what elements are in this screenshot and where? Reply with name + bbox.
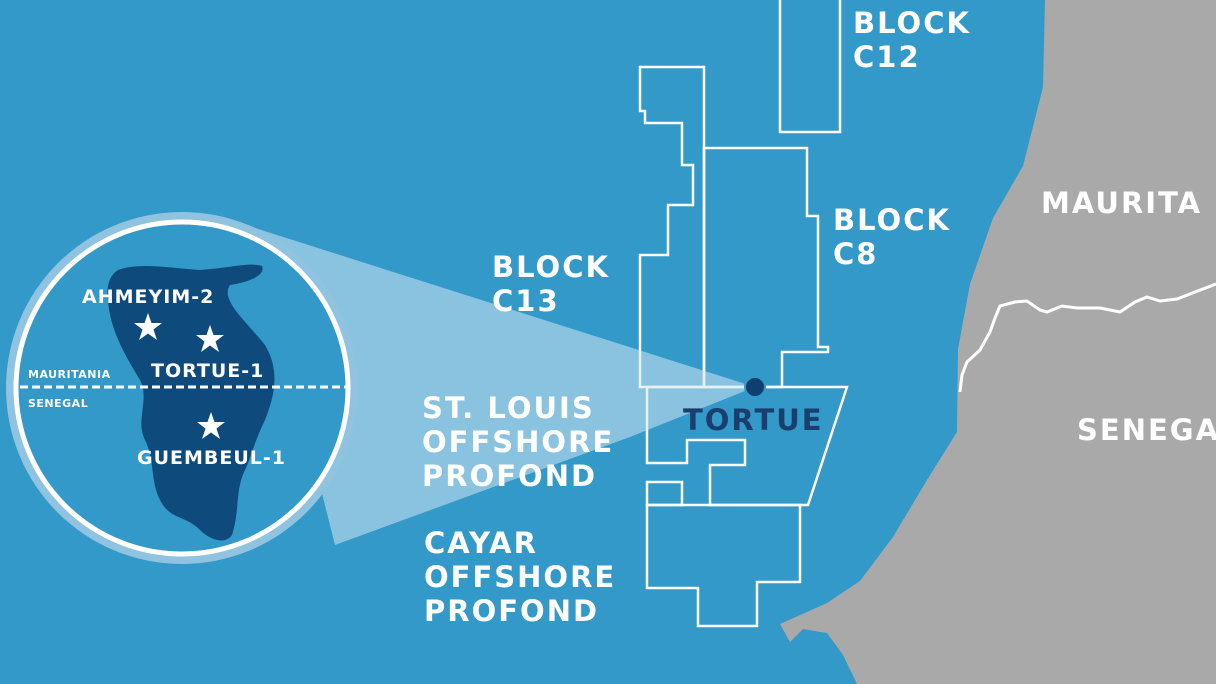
label-line: C12 <box>853 40 921 74</box>
label-line: BLOCK <box>833 203 951 237</box>
star-icon <box>196 325 224 352</box>
label-line: BLOCK <box>492 250 610 284</box>
label-mauritania: MAURITA <box>1041 186 1203 220</box>
label-line: ST. LOUIS <box>422 391 595 425</box>
label-inset-senegal: SENEGAL <box>28 397 89 410</box>
license-blocks <box>638 0 849 628</box>
zoom-cone <box>255 228 755 545</box>
label-senegal: SENEGA <box>1077 413 1216 447</box>
star-icon <box>197 412 225 439</box>
label-line: C8 <box>833 237 879 271</box>
label-inset-mauritania: MAURITANIA <box>28 368 111 381</box>
label-tortue: TORTUE <box>683 403 824 437</box>
label-line: OFFSHORE <box>422 425 615 459</box>
label-line: OFFSHORE <box>424 560 617 594</box>
tortue-location-dot <box>744 376 766 398</box>
block-c8-outline <box>702 146 830 389</box>
label-well-tortue: TORTUE-1 <box>151 360 265 382</box>
star-icon <box>134 313 162 340</box>
well-stars <box>134 313 225 439</box>
country-border <box>958 282 1216 393</box>
land-mass <box>780 0 1216 684</box>
label-line: PROFOND <box>422 459 598 493</box>
label-line: PROFOND <box>424 594 600 628</box>
label-line: CAYAR <box>424 526 538 560</box>
block-c12-outline <box>778 0 842 134</box>
block-cayar-outline <box>645 503 802 628</box>
block-small-outline <box>645 480 684 507</box>
label-line: BLOCK <box>853 6 971 40</box>
label-well-guembeul: GUEMBEUL-1 <box>137 447 287 469</box>
block-tortue-outline <box>645 385 849 507</box>
label-line: C13 <box>492 284 560 318</box>
label-well-ahmeyim: AHMEYIM-2 <box>82 286 215 308</box>
block-c13-outline <box>638 65 706 389</box>
